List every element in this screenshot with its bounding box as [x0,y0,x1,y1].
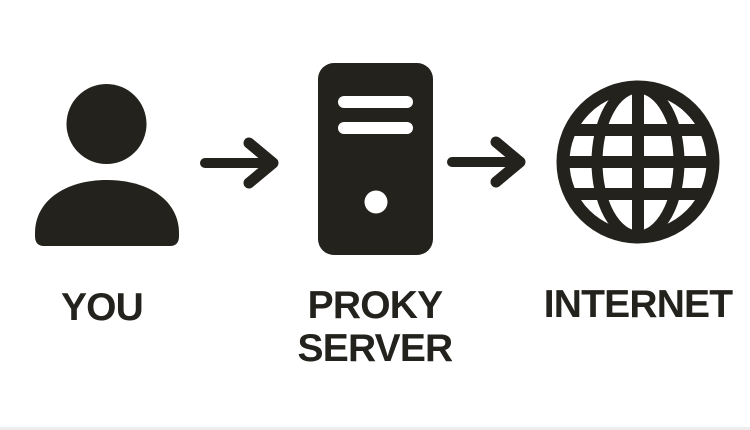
node-label-proxy-line1: PROKY [307,284,444,327]
node-label-internet: INTERNET [538,283,738,326]
node-label-you: YOU [2,286,202,329]
node-label-proxy-line2: SERVER [297,327,454,370]
arrow-right-icon [199,137,289,189]
arrow-right-icon [446,136,536,188]
node-label-proxy-server: PROKY SERVER [280,284,470,370]
bottom-edge-strip [0,427,750,430]
node-label-you-text: YOU [60,286,144,329]
globe-icon [556,80,720,244]
server-icon [318,63,433,255]
node-label-internet-text: INTERNET [543,283,733,326]
person-icon [34,84,180,248]
